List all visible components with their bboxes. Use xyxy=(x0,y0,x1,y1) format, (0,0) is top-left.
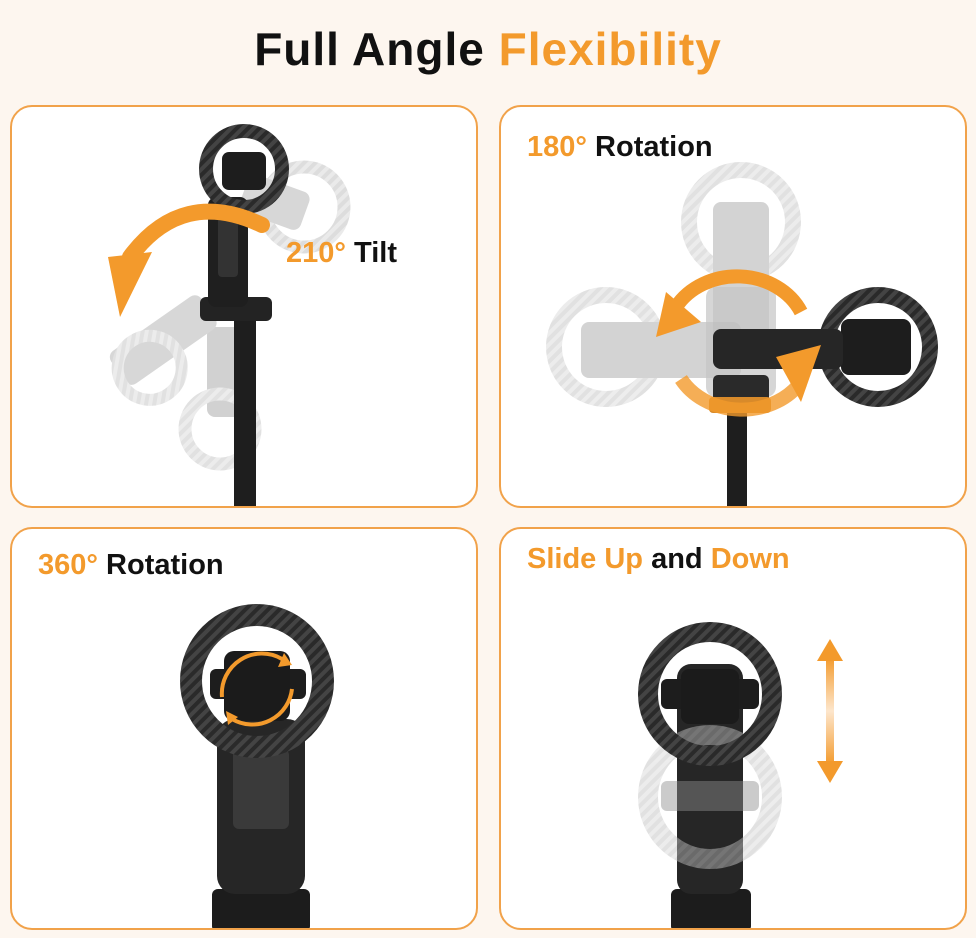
rotation-180-degree: 180° xyxy=(527,131,587,163)
slide-label: Slide Up and Down xyxy=(527,543,790,576)
magnetic-ring xyxy=(638,622,782,766)
rotation-360-label: 360° Rotation xyxy=(38,549,224,582)
rotation-180-illustration xyxy=(546,162,938,506)
tilt-label: 210° Tilt xyxy=(286,237,397,270)
rotation-180-text: Rotation xyxy=(595,131,713,163)
tilt-illustration xyxy=(108,124,351,506)
tilt-degree: 210° xyxy=(286,237,346,269)
rotate-arrow-top xyxy=(670,269,808,316)
magnetic-ring xyxy=(199,124,289,214)
slide-arrow-shaft xyxy=(826,657,834,765)
tilt-arrow xyxy=(122,203,270,265)
rotation-360-panel: 360° Rotation xyxy=(10,527,478,930)
slide-panel: Slide Up and Down xyxy=(499,527,967,930)
rotate-arrow xyxy=(219,651,284,698)
tilt-text: Tilt xyxy=(354,237,398,269)
page-title: Full Angle Flexibility xyxy=(0,22,976,76)
rotate-arrow-bottom xyxy=(675,374,807,417)
rotation-180-label: 180° Rotation xyxy=(527,131,713,164)
slide-arrow-up xyxy=(817,639,843,661)
rotation-360-degree: 360° xyxy=(38,549,98,581)
slide-word-and: and xyxy=(651,543,703,575)
slide-word-down: Down xyxy=(710,543,790,575)
selfie-stick-pole xyxy=(727,407,747,506)
rotation-360-text: Rotation xyxy=(106,549,224,581)
tilt-panel: 210° Tilt xyxy=(10,105,478,508)
title-main: Full Angle xyxy=(254,23,485,75)
rotation-180-panel: 180° Rotation xyxy=(499,105,967,508)
tilt-arrow-head xyxy=(108,252,152,317)
title-accent: Flexibility xyxy=(498,23,722,75)
slide-word-up: Slide Up xyxy=(527,543,644,575)
selfie-stick-pole xyxy=(234,317,256,506)
magnetic-ring xyxy=(180,604,334,758)
rotation-360-illustration xyxy=(180,604,334,928)
slide-arrow-down xyxy=(817,761,843,783)
slide-illustration xyxy=(638,622,843,928)
